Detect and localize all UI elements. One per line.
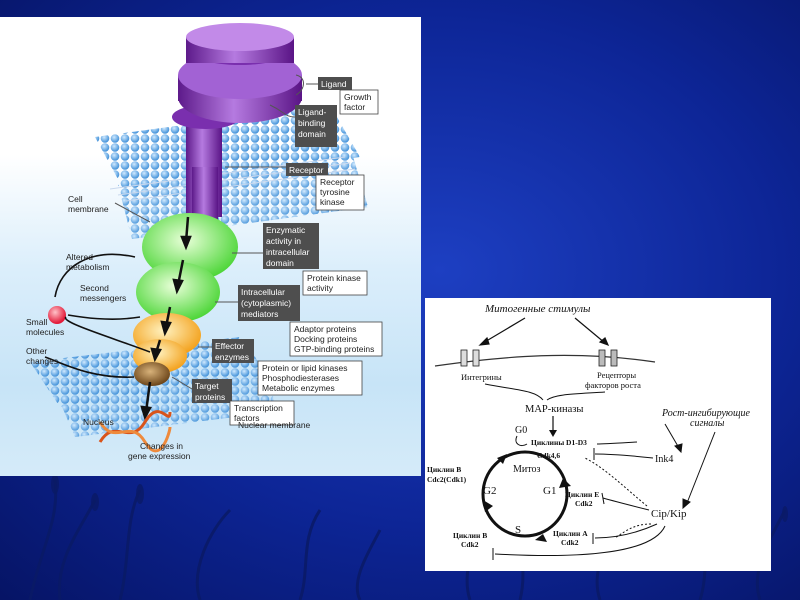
svg-text:changes: changes	[26, 356, 58, 366]
ink4-label: Ink4	[655, 454, 673, 465]
svg-text:Small: Small	[26, 317, 47, 327]
label-second-messengers: Second messengers	[80, 283, 126, 303]
membrane-line	[434, 354, 656, 367]
svg-text:Altered: Altered	[66, 252, 93, 262]
label-other-changes: Other changes	[26, 346, 58, 366]
svg-text:gene expression: gene expression	[128, 451, 191, 461]
svg-text:kinase: kinase	[320, 197, 345, 207]
svg-text:Ligand: Ligand	[321, 79, 347, 89]
svg-text:binding: binding	[298, 118, 326, 128]
label-effector-enzymes: Effector enzymes Protein or lipid kinase…	[212, 339, 363, 396]
cyclin-a-label-1: Циклин A	[553, 529, 588, 538]
svg-text:Phosphodiesterases: Phosphodiesterases	[262, 373, 339, 383]
label-enzymatic-activity: Enzymatic activity in intracellular doma…	[263, 223, 368, 296]
cyclin-b-cdk2-label-2: Cdk2	[461, 540, 479, 549]
receptors-label-1: Рецепторы	[597, 370, 636, 380]
cyclin-b-cdc2-label-2: Cdc2(Cdk1)	[427, 475, 467, 484]
svg-text:Ligand-: Ligand-	[298, 107, 327, 117]
svg-text:Intracellular: Intracellular	[241, 287, 285, 297]
svg-text:GTP-binding proteins: GTP-binding proteins	[294, 344, 374, 354]
label-small-molecules: Small molecules	[26, 317, 64, 337]
receptor-signaling-diagram: Ligand Growth factor Ligand- binding dom…	[0, 17, 421, 476]
signal-arrow	[140, 216, 192, 421]
receptor-protein	[172, 23, 302, 237]
kinase-domain-lower	[136, 262, 220, 322]
label-intracellular-mediators: Intracellular (cytoplasmic) mediators Ad…	[238, 285, 383, 357]
svg-text:factors: factors	[234, 413, 260, 423]
growth-factor-receptor-icon	[598, 349, 618, 367]
cyclin-b-cdk2-label-1: Циклин B	[453, 531, 487, 540]
svg-text:tyrosine: tyrosine	[320, 187, 350, 197]
svg-text:(cytoplasmic): (cytoplasmic)	[241, 298, 291, 308]
growth-inhibitory-label-1: Рост-ингибирующие	[661, 408, 751, 419]
svg-text:messengers: messengers	[80, 293, 126, 303]
svg-text:activity: activity	[307, 283, 334, 293]
g0-label: G0	[515, 425, 527, 436]
svg-text:enzymes: enzymes	[215, 352, 249, 362]
mitogenic-stimuli-title: Митогенные стимулы	[484, 303, 591, 315]
cyclin-e-label-1: Циклин E	[565, 490, 599, 499]
small-molecule-ball	[48, 306, 66, 324]
svg-text:mediators: mediators	[241, 309, 278, 319]
receptors-label-2: факторов роста	[585, 380, 641, 390]
label-cell-membrane: Cell membrane	[68, 194, 109, 214]
svg-text:Docking proteins: Docking proteins	[294, 334, 357, 344]
svg-text:Changes in: Changes in	[140, 441, 183, 451]
label-nucleus: Nucleus	[83, 417, 114, 427]
cip-kip-label: Cip/Kip	[651, 508, 687, 520]
cyclin-a-label-2: Cdk2	[561, 538, 579, 547]
svg-text:factor: factor	[344, 102, 365, 112]
svg-text:activity in: activity in	[266, 236, 301, 246]
svg-text:Effector: Effector	[215, 341, 244, 351]
inhibition-lines	[492, 423, 716, 560]
svg-text:Target: Target	[195, 381, 219, 391]
svg-text:membrane: membrane	[68, 204, 109, 214]
g1-label: G1	[543, 485, 556, 497]
label-target-proteins: Target proteins Transcription factors	[192, 379, 295, 426]
label-changes-gene-expression: Changes in gene expression	[128, 441, 191, 461]
growth-inhibitory-label-2: сигналы	[690, 418, 725, 429]
svg-text:Protein kinase: Protein kinase	[307, 273, 361, 283]
svg-text:Transcription: Transcription	[234, 403, 283, 413]
target-protein-brown	[134, 362, 170, 386]
svg-text:Enzymatic: Enzymatic	[266, 225, 306, 235]
svg-text:Growth: Growth	[344, 92, 372, 102]
svg-text:domain: domain	[298, 129, 326, 139]
cyclin-e-label-2: Cdk2	[575, 499, 593, 508]
svg-text:Adaptor proteins: Adaptor proteins	[294, 324, 356, 334]
label-receptor: Receptor Receptor tyrosine kinase	[286, 163, 365, 211]
svg-text:metabolism: metabolism	[66, 262, 109, 272]
s-label: S	[515, 524, 521, 536]
svg-text:Cell: Cell	[68, 194, 83, 204]
svg-text:Metabolic enzymes: Metabolic enzymes	[262, 383, 335, 393]
cdk46-label: Cdk4,6	[537, 451, 560, 460]
label-nuclear-membrane: Nuclear membrane	[238, 420, 311, 430]
cyclin-b-cdc2-label-1: Циклин B	[427, 465, 461, 474]
svg-text:Other: Other	[26, 346, 47, 356]
side-arrows	[44, 253, 151, 378]
svg-text:Receptor: Receptor	[320, 177, 355, 187]
cell-cycle-circle	[481, 450, 569, 538]
integrin-icon	[460, 349, 480, 367]
svg-text:molecules: molecules	[26, 327, 64, 337]
svg-text:Protein or lipid kinases: Protein or lipid kinases	[262, 363, 348, 373]
integrins-label: Интегрины	[461, 372, 502, 382]
svg-text:intracellular: intracellular	[266, 247, 310, 257]
svg-text:Second: Second	[80, 283, 109, 293]
label-altered-metabolism: Altered metabolism	[66, 252, 109, 272]
mitosis-label: Митоз	[513, 464, 540, 475]
svg-text:domain: domain	[266, 258, 294, 268]
svg-text:proteins: proteins	[195, 392, 225, 402]
dna-helix-icon	[98, 410, 172, 453]
label-ligand: Ligand Growth factor	[318, 77, 379, 115]
cell-cycle-diagram: Митогенные стимулы Интегрины Рецепторы ф…	[425, 298, 771, 571]
svg-text:Receptor: Receptor	[289, 165, 324, 175]
label-ligand-binding-domain: Ligand- binding domain	[295, 105, 337, 147]
cyclin-d-label: Циклины D1-D3	[531, 438, 587, 447]
map-kinases-label: MAP-киназы	[525, 404, 583, 415]
g2-label: G2	[483, 485, 496, 497]
